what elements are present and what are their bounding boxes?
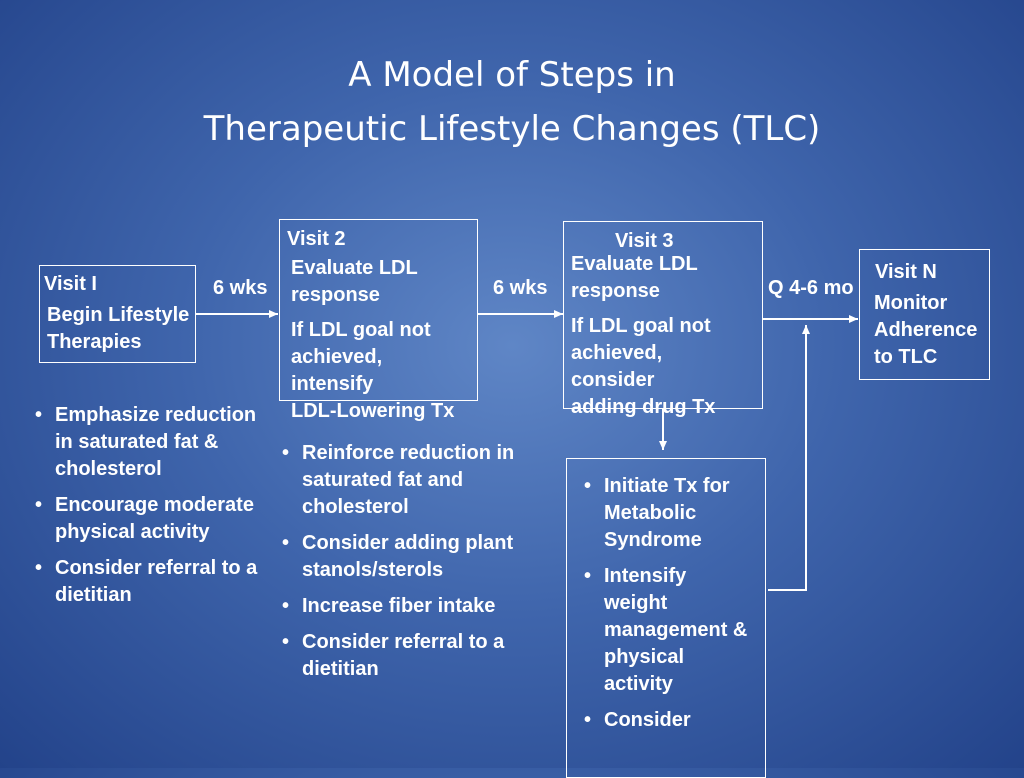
visit-3-box [563,221,763,409]
bullet-item: Intensify weight management & physical a… [584,563,754,698]
bullet-item: Encourage moderate physical activity [35,492,275,546]
interval-6wks-second: 6 wks [493,277,548,299]
interval-6wks-first: 6 wks [213,277,268,299]
visit-3-line-6: adding drug Tx [571,396,716,418]
bullet-item: Consider referral to a dietitian [35,555,275,609]
visit-1-bullets: Emphasize reduction in saturated fat & c… [35,402,275,618]
bullet-item: Consider adding plant stanols/sterols [282,530,532,584]
visit-2-line-4: achieved, [291,346,383,368]
visit-2-line-2: response [291,284,380,306]
bullet-item: Increase fiber intake [282,593,532,620]
visit-n-box [859,249,990,380]
visit-2-label: Visit 2 [287,228,346,250]
visit-n-label: Visit N [875,261,937,283]
visit-2-line-1: Evaluate LDL [291,257,418,279]
visit-2-box [279,219,478,401]
visit-3-line-1: Evaluate LDL [571,253,698,275]
visit-3-label: Visit 3 [615,230,674,252]
visit-3-line-2: response [571,280,660,302]
bullet-item: Reinforce reduction in saturated fat and… [282,440,532,521]
visit-1-line-1: Begin Lifestyle [47,304,190,326]
title-line-1: A Model of Steps in [348,55,676,95]
bullet-item: Emphasize reduction in saturated fat & c… [35,402,275,483]
bullet-item: Initiate Tx for Metabolic Syndrome [584,473,754,554]
bullet-item: Consider [584,707,754,734]
visit-2-line-5: intensify [291,373,374,395]
visit-2-line-3: If LDL goal not [291,319,431,341]
visit-1-line-2: Therapies [47,331,142,353]
visit-2-line-6: LDL-Lowering Tx [291,400,455,422]
loop-back-line [768,325,810,591]
visit-3-bullets: Initiate Tx for Metabolic Syndrome Inten… [584,473,754,743]
visit-n-line-2: Adherence [874,319,978,341]
visit-3-line-3: If LDL goal not [571,315,711,337]
visit-n-line-3: to TLC [874,346,938,368]
interval-q4-6mo: Q 4-6 mo [768,277,854,299]
slide-title: A Model of Steps in Therapeutic Lifestyl… [0,48,1024,156]
visit-2-bullets: Reinforce reduction in saturated fat and… [282,440,532,692]
bullet-item: Consider referral to a dietitian [282,629,532,683]
title-line-2: Therapeutic Lifestyle Changes (TLC) [203,109,821,149]
visit-1-box [39,265,196,363]
visit-1-label: Visit I [44,273,97,295]
visit-3-line-4: achieved, [571,342,663,364]
visit-n-line-1: Monitor [874,292,948,314]
visit-3-line-5: consider [571,369,655,391]
